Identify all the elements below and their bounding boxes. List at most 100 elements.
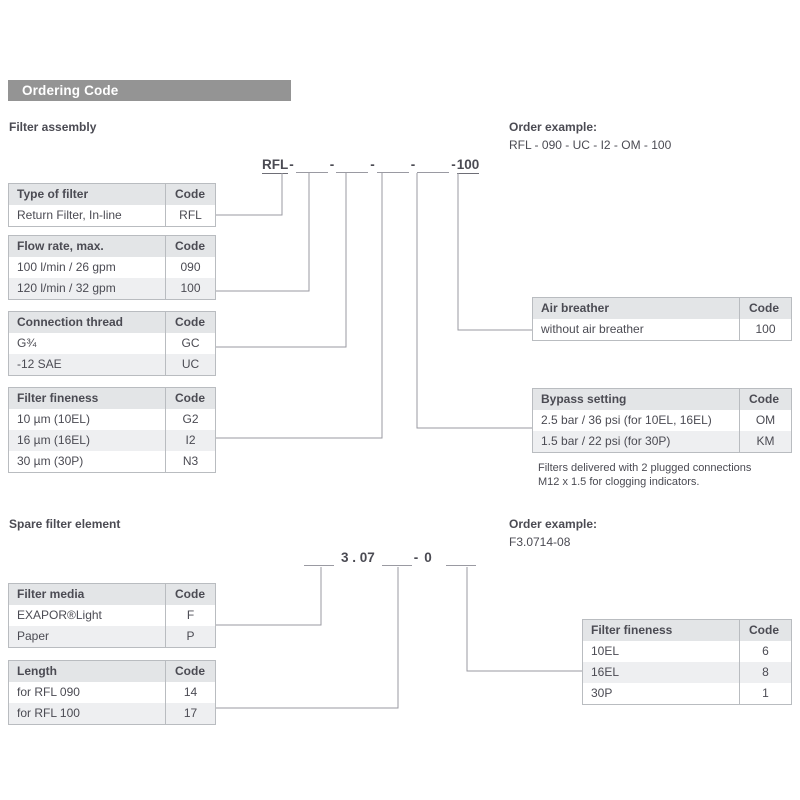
table-header-row: Bypass setting Code bbox=[532, 388, 792, 410]
cell-label: 16EL bbox=[582, 662, 740, 683]
cell-code: 1 bbox=[739, 683, 792, 705]
table-row: without air breather 100 bbox=[533, 319, 792, 341]
cell-label: Return Filter, In-line bbox=[17, 208, 122, 222]
spare-filter-element-heading: Spare filter element bbox=[9, 517, 121, 531]
column-header-code: Code bbox=[165, 583, 216, 605]
column-header-label: Filter media bbox=[8, 583, 166, 605]
cell-label: for RFL 100 bbox=[8, 703, 166, 725]
table-header-row: Filter fineness Code bbox=[8, 387, 216, 409]
table-header-row: Filter fineness Code bbox=[582, 619, 792, 641]
leader-bypass-setting bbox=[416, 173, 532, 429]
table-header-row: Type of filter Code bbox=[8, 183, 216, 205]
table-row: G¾ GC bbox=[9, 333, 216, 354]
cell-code: 6 bbox=[739, 641, 792, 662]
cell-label: 10 µm (10EL) bbox=[17, 412, 90, 426]
table-row: 1.5 bar / 22 psi (for 30P) KM bbox=[532, 431, 792, 453]
cell-code: 17 bbox=[165, 703, 216, 725]
code-blank-flow-rate bbox=[295, 157, 328, 173]
cell-code: 14 bbox=[165, 682, 216, 703]
cell-label: 30 µm (30P) bbox=[17, 454, 84, 468]
column-header-code: Code bbox=[165, 183, 216, 205]
column-header-label: Air breather bbox=[532, 297, 740, 319]
order-example-label: Order example: bbox=[509, 517, 598, 531]
cell-label: EXAPOR®Light bbox=[17, 608, 102, 622]
cell-label: without air breather bbox=[541, 322, 644, 336]
column-header-label: Length bbox=[8, 660, 166, 682]
leader-type-of-filter bbox=[216, 173, 283, 216]
column-header-label: Connection thread bbox=[8, 311, 166, 333]
leader-connection-thread bbox=[216, 173, 347, 348]
cell-code: RFL bbox=[165, 205, 216, 227]
order-example-label: Order example: bbox=[509, 120, 598, 134]
cell-code: 100 bbox=[739, 319, 792, 341]
cell-label: Paper bbox=[8, 626, 166, 648]
cell-label: 16 µm (16EL) bbox=[8, 430, 166, 451]
column-header-label: Flow rate, max. bbox=[8, 235, 166, 257]
table-element-filter-fineness: Filter fineness Code 10EL 6 16EL 8 30P 1 bbox=[582, 619, 792, 705]
cell-code: G2 bbox=[165, 409, 216, 430]
cell-code: 090 bbox=[165, 257, 216, 278]
order-example-value: F3.0714-08 bbox=[509, 535, 571, 549]
cell-label: 100 l/min / 26 gpm bbox=[17, 260, 116, 274]
table-row: 30 µm (30P) N3 bbox=[9, 451, 216, 473]
section-title: Ordering Code bbox=[22, 83, 119, 98]
cell-code: OM bbox=[739, 410, 792, 431]
cell-label: -12 SAE bbox=[8, 354, 166, 376]
table-header-row: Length Code bbox=[8, 660, 216, 682]
column-header-label: Bypass setting bbox=[532, 388, 740, 410]
code-blank-bypass-setting bbox=[417, 157, 450, 173]
column-header-label: Filter fineness bbox=[8, 387, 166, 409]
code-fixed-tail: 0 bbox=[424, 550, 432, 565]
code-separator: - bbox=[289, 157, 294, 172]
table-row: -12 SAE UC bbox=[8, 354, 216, 376]
bypass-footnote: Filters delivered with 2 plugged connect… bbox=[538, 462, 752, 488]
cell-code: F bbox=[165, 605, 216, 626]
table-row: 16EL 8 bbox=[582, 662, 792, 683]
table-row: for RFL 090 14 bbox=[9, 682, 216, 703]
leader-air-breather bbox=[457, 173, 532, 331]
table-row: 30P 1 bbox=[583, 683, 792, 705]
code-suffix-air-breather: 100 bbox=[456, 157, 480, 174]
cell-code: P bbox=[165, 626, 216, 648]
table-length: Length Code for RFL 090 14 for RFL 100 1… bbox=[8, 660, 216, 725]
table-row: for RFL 100 17 bbox=[8, 703, 216, 725]
code-prefix: RFL bbox=[262, 157, 289, 174]
cell-label: 120 l/min / 32 gpm bbox=[8, 278, 166, 300]
leader-filter-fineness bbox=[216, 173, 383, 439]
cell-code: 100 bbox=[165, 278, 216, 300]
column-header-code: Code bbox=[739, 388, 792, 410]
table-header-row: Filter media Code bbox=[8, 583, 216, 605]
code-fixed-middle: 3 . 07 bbox=[341, 550, 375, 565]
code-separator: - bbox=[329, 157, 335, 172]
cell-code: I2 bbox=[165, 430, 216, 451]
cell-label: for RFL 090 bbox=[17, 685, 80, 699]
column-header-code: Code bbox=[165, 235, 216, 257]
code-separator: - bbox=[410, 157, 416, 172]
section-header-bar: Ordering Code bbox=[8, 80, 291, 101]
table-row: 2.5 bar / 36 psi (for 10EL, 16EL) OM bbox=[533, 410, 792, 431]
table-header-row: Connection thread Code bbox=[8, 311, 216, 333]
table-flow-rate: Flow rate, max. Code 100 l/min / 26 gpm … bbox=[8, 235, 216, 300]
leader-length bbox=[216, 567, 399, 709]
table-header-row: Air breather Code bbox=[532, 297, 792, 319]
spare-element-code-template: 3 . 07 -0 bbox=[303, 550, 477, 566]
column-header-label: Filter fineness bbox=[582, 619, 740, 641]
code-separator: - bbox=[413, 550, 419, 565]
leader-flow-rate bbox=[216, 173, 310, 292]
cell-label: G¾ bbox=[17, 336, 37, 350]
cell-code: KM bbox=[739, 431, 792, 453]
cell-label: 2.5 bar / 36 psi (for 10EL, 16EL) bbox=[541, 413, 712, 427]
leader-element-fineness bbox=[466, 567, 582, 672]
table-row: 120 l/min / 32 gpm 100 bbox=[8, 278, 216, 300]
table-filter-fineness: Filter fineness Code 10 µm (10EL) G2 16 … bbox=[8, 387, 216, 473]
order-example-filter-assembly: Order example: RFL - 090 - UC - I2 - OM … bbox=[509, 119, 671, 154]
cell-code: UC bbox=[165, 354, 216, 376]
leader-filter-media bbox=[216, 567, 322, 626]
cell-code: N3 bbox=[165, 451, 216, 473]
code-blank-connection-thread bbox=[336, 157, 369, 173]
code-separator: - bbox=[451, 157, 456, 172]
cell-label: 10EL bbox=[591, 644, 620, 658]
cell-label: 30P bbox=[591, 686, 613, 700]
column-header-code: Code bbox=[165, 311, 216, 333]
assembly-code-template: RFL- - - - -100 bbox=[262, 157, 480, 174]
